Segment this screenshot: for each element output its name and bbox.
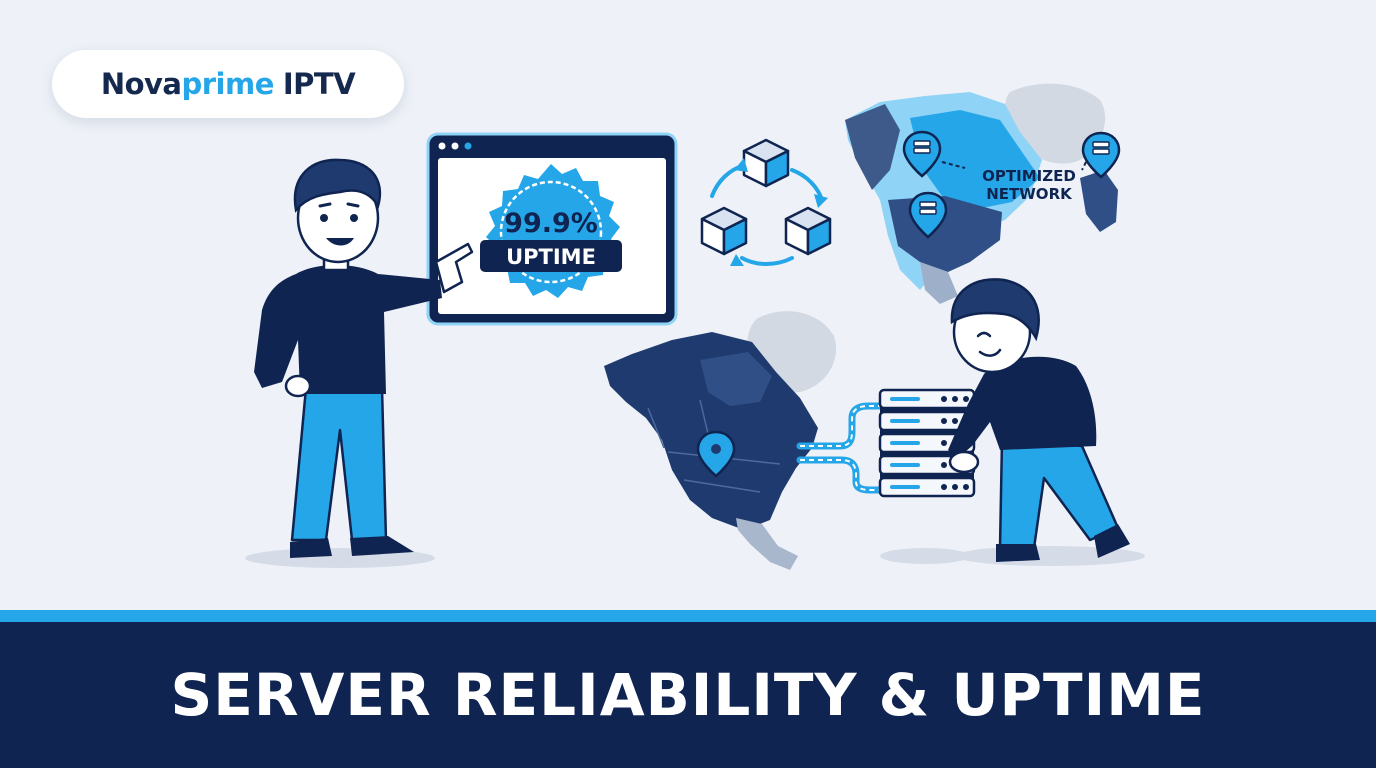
canada-shape xyxy=(700,352,772,406)
europe-shape xyxy=(1080,170,1118,232)
uptime-ribbon xyxy=(480,240,622,272)
brand-name-part2: prime xyxy=(181,67,275,101)
window-dot-icon xyxy=(464,142,472,150)
alaska-shape xyxy=(845,104,900,190)
illustration: OPTIMIZED NETWORK xyxy=(245,83,1145,570)
server-unit xyxy=(878,388,976,410)
cube-icon xyxy=(784,206,832,256)
technician-sweater xyxy=(948,356,1097,458)
map-pin-3 xyxy=(1081,131,1121,179)
data-cables xyxy=(796,402,886,494)
window-dot-icon xyxy=(438,142,446,150)
world-map-top xyxy=(845,83,1118,304)
world-map-bottom xyxy=(604,311,837,570)
banner-title: SERVER RELIABILITY & UPTIME xyxy=(170,661,1206,729)
pointing-hand-icon xyxy=(434,242,474,294)
greenland-shape xyxy=(1004,83,1106,164)
technician-hand xyxy=(948,450,980,474)
presenter-person xyxy=(254,158,474,558)
brand-name-part1: Nova xyxy=(100,67,182,101)
map-pin-1 xyxy=(902,130,942,178)
uptime-label: UPTIME xyxy=(506,245,596,269)
central-america-shape xyxy=(736,518,798,570)
cube-icon xyxy=(700,206,748,256)
presenter-shoe xyxy=(350,536,414,556)
cube-icon xyxy=(742,138,790,188)
window-dot-icon xyxy=(451,142,459,150)
presenter-hand xyxy=(284,374,312,398)
map-label-line1: OPTIMIZED xyxy=(982,167,1076,185)
technician-legs xyxy=(998,438,1120,550)
canada-highlight xyxy=(910,110,1040,210)
uptime-percent: 99.9% xyxy=(504,208,598,239)
technician-shoe xyxy=(1094,524,1130,558)
presenter-legs xyxy=(290,386,388,542)
uptime-badge: 99.9% UPTIME xyxy=(480,164,622,298)
presenter-hair xyxy=(293,158,382,213)
presenter-sweater xyxy=(254,265,442,394)
presenter-shoe xyxy=(290,538,332,558)
brand-name-part3: IPTV xyxy=(282,67,356,101)
banner-accent-stripe xyxy=(0,610,1376,622)
map-location-pin-icon xyxy=(696,430,736,478)
map-pin-2 xyxy=(908,191,948,239)
map-borders xyxy=(647,399,781,493)
central-america-shape xyxy=(920,262,958,304)
rack-shadow xyxy=(880,548,970,564)
technician-person xyxy=(948,278,1130,562)
network-connector xyxy=(941,161,1087,171)
map-label-line2: NETWORK xyxy=(986,185,1073,203)
server-unit xyxy=(878,476,976,498)
title-banner: SERVER RELIABILITY & UPTIME xyxy=(0,622,1376,768)
technician-hair xyxy=(950,278,1040,342)
sync-cubes xyxy=(700,138,832,266)
uptime-monitor: 99.9% UPTIME xyxy=(426,132,678,326)
technician-shoe xyxy=(996,544,1040,562)
